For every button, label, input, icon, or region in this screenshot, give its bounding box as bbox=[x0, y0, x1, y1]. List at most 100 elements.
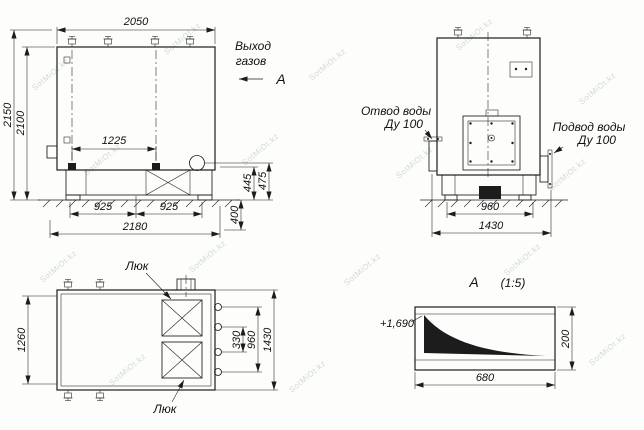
foot bbox=[65, 194, 81, 201]
foot bbox=[444, 194, 458, 201]
base-frame-front bbox=[65, 169, 213, 196]
nameplate-dot bbox=[524, 67, 528, 71]
dim-top-width: 2050 bbox=[56, 16, 216, 44]
valve-icon bbox=[95, 389, 105, 401]
dim-height-total: 2150 2100 bbox=[2, 29, 55, 201]
svg-text:1430: 1430 bbox=[479, 220, 504, 232]
detail-title-letter: А bbox=[468, 274, 478, 290]
svg-text:960: 960 bbox=[481, 201, 500, 213]
boiler-body-plan bbox=[56, 289, 216, 391]
base-bracing bbox=[85, 169, 191, 196]
boiler-body-side bbox=[436, 37, 541, 176]
svg-text:Люк: Люк bbox=[125, 259, 150, 273]
svg-text:1430: 1430 bbox=[262, 327, 274, 352]
svg-text:Люк: Люк bbox=[153, 402, 178, 416]
valve-icon bbox=[63, 389, 73, 401]
detail-view-a: А (1:5) +1,690 200 680 bbox=[380, 274, 576, 389]
water-outlet-label: Отвод воды Ду 100 bbox=[361, 104, 433, 140]
gas-outlet-flange-plan bbox=[176, 275, 196, 297]
side-stub bbox=[46, 145, 58, 159]
gas-outlet-label: Выход газов bbox=[235, 39, 271, 82]
svg-text:газов: газов bbox=[236, 54, 267, 68]
support-block bbox=[152, 163, 160, 170]
svg-text:2150: 2150 bbox=[2, 102, 14, 128]
dim-supports-span: 1225 bbox=[71, 135, 157, 160]
pipe-stub bbox=[214, 323, 222, 331]
burner-circle bbox=[189, 155, 205, 171]
support-block bbox=[68, 163, 76, 170]
svg-text:Выход: Выход bbox=[235, 39, 271, 53]
svg-text:Отвод воды: Отвод воды bbox=[361, 104, 431, 118]
valve-icon bbox=[522, 27, 532, 39]
svg-text:475: 475 bbox=[257, 171, 269, 190]
svg-text:400: 400 bbox=[229, 205, 241, 224]
valve-icon bbox=[63, 279, 73, 291]
valve-icon bbox=[103, 36, 113, 48]
svg-text:680: 680 bbox=[476, 372, 495, 384]
plan-view: Люк Люк 1260 330 960 1430 bbox=[16, 259, 278, 416]
svg-text:Подвод воды: Подвод воды bbox=[553, 120, 626, 134]
fitting bbox=[63, 56, 71, 64]
boiler-inner-plan bbox=[60, 293, 212, 387]
svg-text:А: А bbox=[275, 71, 285, 87]
svg-text:445: 445 bbox=[242, 173, 254, 192]
dim-plan-width: 1260 bbox=[16, 295, 57, 385]
pipe-stub bbox=[214, 303, 222, 311]
side-view: 960 1430 Отвод воды Ду 100 Подвод воды Д… bbox=[361, 27, 626, 237]
leader-line bbox=[410, 315, 423, 323]
svg-text:Ду 100: Ду 100 bbox=[576, 133, 616, 147]
svg-text:2100: 2100 bbox=[15, 110, 27, 136]
front-view: 2050 2150 2100 1225 925 9 bbox=[2, 16, 286, 238]
dim-detail-width: 680 bbox=[414, 372, 556, 389]
water-inlet-flange bbox=[539, 149, 553, 189]
svg-text:2180: 2180 bbox=[122, 221, 148, 233]
dim-plan-right: 330 960 1430 bbox=[215, 289, 278, 391]
dim-overall-depth: 1430 bbox=[431, 174, 552, 237]
elevation-mark: +1,690 bbox=[380, 315, 423, 330]
ground-hatch bbox=[424, 199, 563, 208]
fitting bbox=[63, 136, 71, 144]
ground-hatch bbox=[42, 199, 233, 208]
svg-text:2050: 2050 bbox=[123, 16, 149, 28]
svg-text:1225: 1225 bbox=[102, 135, 127, 147]
svg-text:330: 330 bbox=[231, 330, 243, 349]
valve-icon bbox=[67, 36, 77, 48]
dim-detail-height: 200 bbox=[557, 306, 576, 371]
valve-icon bbox=[185, 36, 195, 48]
boiler-door bbox=[462, 109, 521, 171]
svg-text:200: 200 bbox=[560, 329, 572, 349]
dim-right-heights: 445 475 400 bbox=[205, 162, 273, 231]
hatch-bottom-label: Люк bbox=[153, 379, 185, 416]
detail-title-scale: (1:5) bbox=[501, 276, 526, 290]
water-inlet-label: Подвод воды Ду 100 bbox=[553, 120, 626, 154]
pipe-stub bbox=[214, 348, 222, 356]
leader-line bbox=[145, 272, 172, 300]
weld-wedge bbox=[424, 315, 546, 356]
leader-line bbox=[424, 129, 433, 140]
foot bbox=[518, 194, 532, 201]
valve-icon bbox=[95, 279, 105, 291]
valve-icon bbox=[150, 36, 160, 48]
detail-outline bbox=[414, 306, 556, 371]
nameplate bbox=[509, 61, 533, 78]
svg-text:925: 925 bbox=[160, 201, 179, 213]
water-outlet-flange bbox=[423, 136, 443, 172]
leader-line bbox=[171, 379, 185, 403]
dim-base-span: 960 bbox=[446, 201, 534, 218]
svg-text:960: 960 bbox=[246, 330, 258, 349]
leader-line bbox=[553, 146, 564, 154]
svg-text:925: 925 bbox=[94, 201, 113, 213]
hatch-bottom bbox=[161, 341, 203, 379]
foot bbox=[197, 194, 213, 201]
hatch-top-label: Люк bbox=[125, 259, 172, 300]
hatch-top bbox=[161, 299, 203, 337]
base-members bbox=[454, 175, 524, 195]
dim-overall-width: 2180 bbox=[49, 206, 221, 238]
svg-text:1260: 1260 bbox=[16, 327, 28, 352]
svg-text:Ду 100: Ду 100 bbox=[383, 117, 423, 131]
pipe-stub bbox=[214, 368, 222, 376]
burner-box bbox=[479, 186, 501, 199]
nameplate-dot bbox=[514, 67, 518, 71]
